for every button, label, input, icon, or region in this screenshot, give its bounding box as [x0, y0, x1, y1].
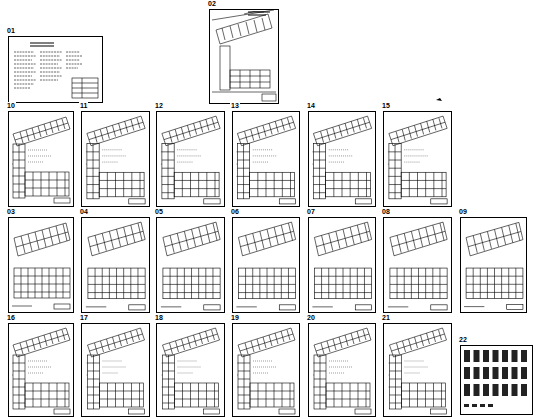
- sheet-number: 08: [381, 208, 391, 216]
- sheet-number: 02: [207, 0, 217, 8]
- detail-block: [502, 350, 508, 362]
- detail-block: [521, 367, 527, 379]
- drawing-sheet: 05: [156, 217, 225, 313]
- sheet-number: 10: [6, 102, 16, 110]
- drawing-sheet: 07: [308, 217, 376, 313]
- detail-block: [512, 350, 518, 362]
- drawing-sheet: 08: [383, 217, 452, 313]
- detail-block: [474, 367, 480, 379]
- detail-block: [493, 384, 499, 396]
- sheet-number: 14: [306, 102, 316, 110]
- detail-block: [464, 350, 470, 362]
- sheet-number: 11: [79, 102, 88, 110]
- drawing-sheet: 20: [308, 323, 376, 417]
- drawing-sheet: 14: [308, 111, 376, 207]
- detail-block: [502, 384, 508, 396]
- detail-block: [472, 404, 477, 407]
- detail-block: [464, 404, 469, 407]
- detail-block: [512, 367, 518, 379]
- drawing-sheet: 19: [232, 323, 300, 417]
- sheet-number: 20: [306, 314, 316, 322]
- drawing-sheet: 04: [81, 217, 150, 313]
- sheet-number: 19: [230, 314, 240, 322]
- detail-block: [488, 404, 493, 407]
- drawing-sheet: 22: [460, 345, 533, 415]
- drawing-sheet: 10: [8, 111, 74, 207]
- drawing-sheet: 16: [8, 323, 74, 417]
- detail-block: [512, 384, 518, 396]
- sheet-number: 22: [458, 336, 468, 344]
- detail-block: [464, 384, 470, 396]
- detail-block: [502, 367, 508, 379]
- detail-block: [464, 367, 470, 379]
- drawing-sheet: 17: [81, 323, 150, 417]
- sheet-number: 13: [230, 102, 240, 110]
- detail-block: [493, 367, 499, 379]
- sheet-number: 01: [6, 27, 16, 35]
- detail-block: [483, 367, 489, 379]
- sheet-number: 18: [154, 314, 164, 322]
- sheet-number: 16: [6, 314, 16, 322]
- sheet-number: 06: [230, 208, 240, 216]
- detail-block: [474, 350, 480, 362]
- detail-block: [483, 384, 489, 396]
- drawing-sheet: 18: [156, 323, 225, 417]
- sheet-number: 12: [154, 102, 164, 110]
- detail-block: [480, 404, 485, 407]
- drawing-sheet: 21: [383, 323, 452, 417]
- drawing-sheet: 06: [232, 217, 300, 313]
- sheet-number: 17: [79, 314, 89, 322]
- drawing-sheet: 01: [8, 36, 103, 103]
- sheet-number: 03: [6, 208, 16, 216]
- detail-block: [483, 350, 489, 362]
- drawing-sheet: 02: [209, 9, 279, 104]
- drawing-sheet: 12: [156, 111, 225, 207]
- drawing-sheet: 09: [460, 217, 527, 313]
- sheet-number: 07: [306, 208, 316, 216]
- drawing-sheet: 13: [232, 111, 300, 207]
- drawing-sheet: 15: [383, 111, 452, 207]
- sheet-number: 05: [154, 208, 164, 216]
- sheet-number: 21: [381, 314, 391, 322]
- sheet-number: 04: [79, 208, 89, 216]
- detail-block: [521, 350, 527, 362]
- drawing-sheet: 11: [81, 111, 150, 207]
- sheet-number: 09: [458, 208, 468, 216]
- sheet-number: 15: [381, 102, 391, 110]
- detail-block: [474, 384, 480, 396]
- detail-block: [521, 384, 527, 396]
- detail-block: [493, 350, 499, 362]
- drawing-sheet: 03: [8, 217, 74, 313]
